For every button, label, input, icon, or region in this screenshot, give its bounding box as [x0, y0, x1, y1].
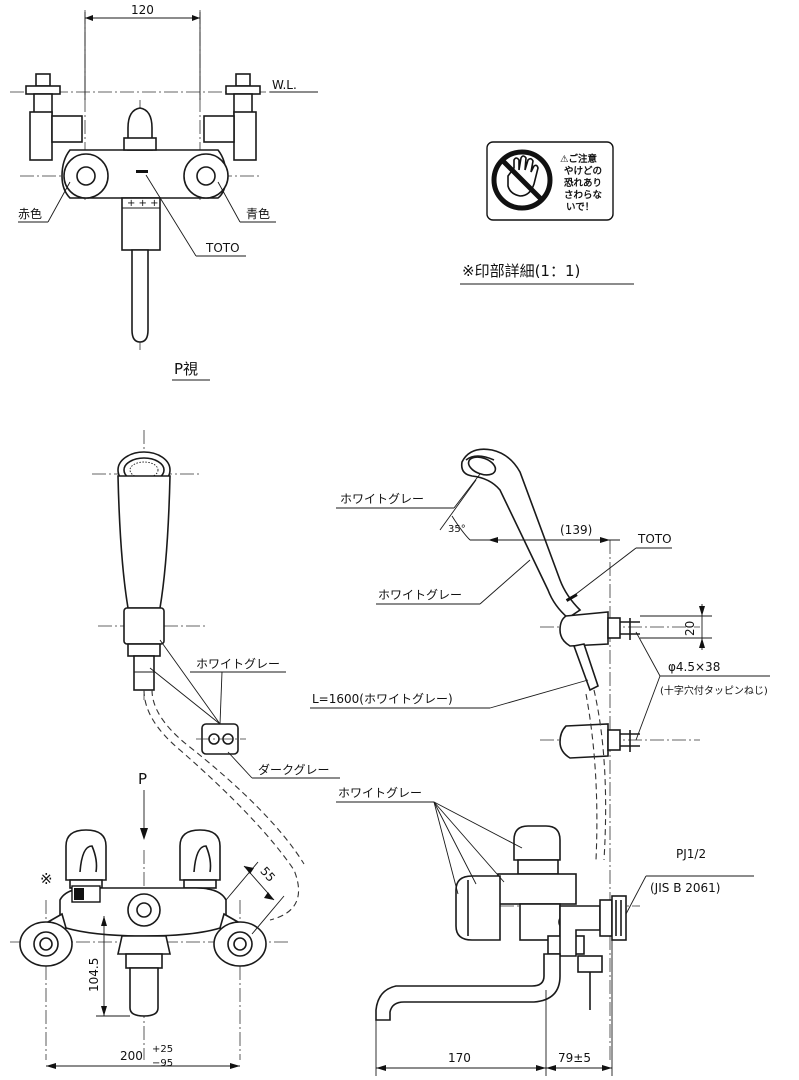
dim-200-tol-lower: −95 [152, 1058, 173, 1069]
caution-line-4: さわらな [564, 190, 603, 201]
label-red: 赤色 [18, 207, 42, 221]
caution-caption: ※印部詳細(1：1) [462, 262, 580, 280]
label-dark-gray: ダークグレー [258, 762, 330, 777]
caution-line-5: いで！ [566, 202, 594, 213]
side-view: 35° ホワイトグレー (139) TOTO ホワイトグレー 20 [310, 448, 770, 1076]
dim-120: 120 [131, 3, 154, 17]
pipe-thread: PJ1/2 [676, 847, 706, 861]
screw-desc: (十字穴付タッピンねじ) [660, 684, 768, 697]
dim-200-tol-upper: +25 [152, 1044, 173, 1055]
dim-55: 55 [257, 864, 278, 885]
asterisk-mark: ※ [40, 870, 53, 888]
view-label-p: P視 [174, 360, 198, 378]
caution-line-1: ⚠ご注意 [560, 153, 598, 165]
angle-35: 35° [448, 524, 466, 535]
label-white-gray-body: ホワイトグレー [338, 786, 422, 800]
label-white-gray-front: ホワイトグレー [196, 657, 280, 671]
top-view: W.L. 120 + + + [10, 3, 318, 381]
dim-20: 20 [683, 621, 697, 636]
hand-shower-front: ホワイトグレー ダークグレー [92, 430, 340, 921]
label-white-gray-handle: ホワイトグレー [378, 588, 462, 602]
svg-text:+ + +: + + + [127, 198, 159, 209]
hose-label: L=1600(ホワイトグレー) [312, 692, 453, 706]
dim-170: 170 [448, 1051, 471, 1065]
wl-label: W.L. [272, 78, 297, 92]
front-view: P ※ [10, 770, 290, 1069]
dim-200: 200 [120, 1049, 143, 1063]
caution-line-3: 恐れあり [564, 177, 602, 189]
caution-mark: ⚠ご注意 やけどの 恐れあり さわらな いで！ ※印部詳細(1：1) [460, 141, 634, 285]
dim-104-5: 104.5 [87, 958, 101, 992]
label-toto-side: TOTO [637, 532, 672, 546]
screw-size: φ4.5×38 [668, 660, 720, 674]
label-white-gray-head: ホワイトグレー [340, 492, 424, 506]
caution-line-2: やけどの [564, 165, 602, 177]
dim-139: (139) [560, 523, 592, 537]
arrow-label-p: P [138, 770, 147, 788]
label-toto-top: TOTO [205, 241, 240, 255]
label-blue: 青色 [246, 207, 270, 221]
pipe-standard: (JIS B 2061) [650, 881, 720, 895]
dim-79: 79±5 [558, 1051, 591, 1065]
